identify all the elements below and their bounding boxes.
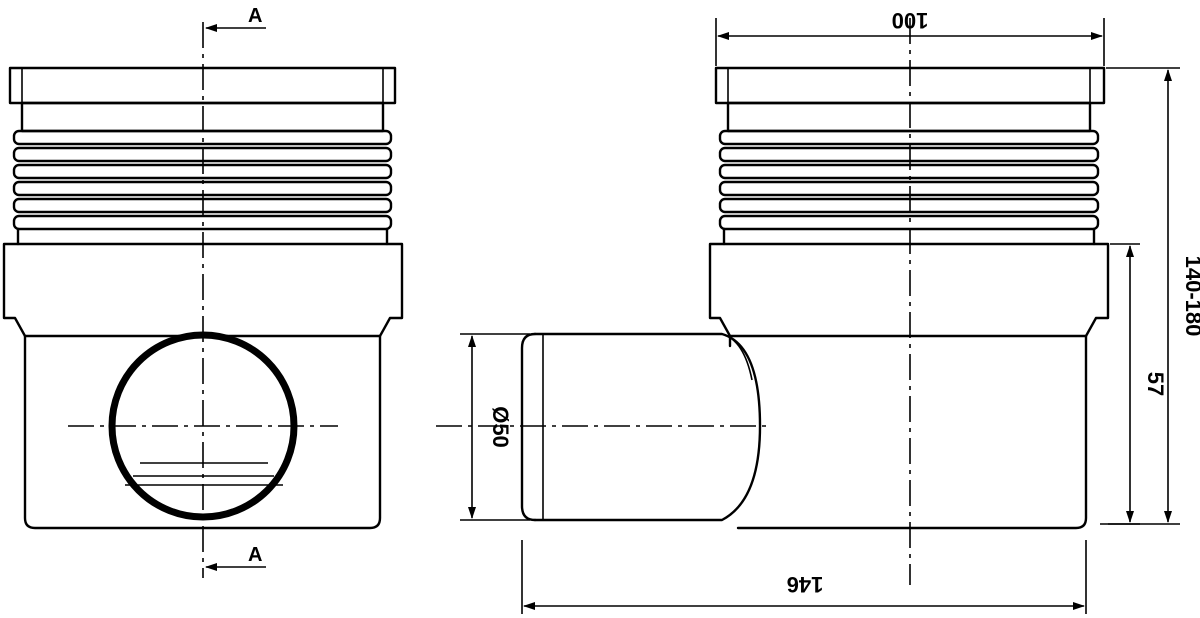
side-outlet-seam bbox=[721, 333, 753, 381]
front-top-rim bbox=[8, 66, 397, 105]
side-outlet-pipe bbox=[533, 332, 762, 522]
dimension-label-total-height: 140-180 bbox=[1181, 256, 1200, 337]
dimension-label-top-width: 100 bbox=[892, 8, 929, 33]
dimension-overall-length: 146 bbox=[521, 540, 1087, 614]
dimension-top-width: 100 bbox=[715, 8, 1105, 66]
front-view: A A bbox=[2, 5, 404, 578]
side-collar bbox=[708, 242, 1110, 338]
section-label-top: A bbox=[248, 5, 262, 27]
side-top-rim bbox=[714, 66, 1106, 105]
dimension-label-outlet-diameter: Ø50 bbox=[488, 406, 513, 448]
side-ribs bbox=[718, 101, 1100, 246]
section-mark-top: A bbox=[205, 5, 266, 32]
dimension-label-body-height: 57 bbox=[1143, 372, 1168, 396]
side-outlet-end bbox=[520, 332, 537, 522]
dimension-label-overall-length: 146 bbox=[787, 572, 824, 597]
section-mark-bottom: A bbox=[205, 544, 266, 571]
dimension-body-height: 57 bbox=[1108, 243, 1168, 525]
dimension-outlet-diameter: Ø50 bbox=[460, 333, 530, 521]
side-body bbox=[728, 334, 1088, 530]
side-view bbox=[436, 18, 1110, 585]
dimension-total-height: 140-180 bbox=[1100, 67, 1200, 525]
section-label-bottom: A bbox=[248, 544, 262, 566]
